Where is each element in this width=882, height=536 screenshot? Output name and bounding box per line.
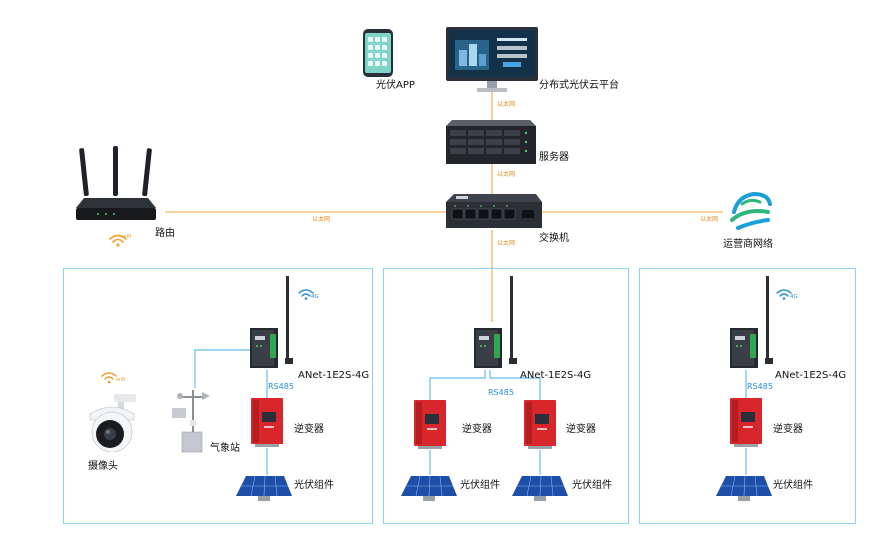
inverter-icon-right (730, 398, 762, 448)
solar-panel-icon-middle-2 (512, 474, 568, 502)
server-label: 服务器 (539, 152, 569, 163)
ethernet-label-3: 以太网 (312, 216, 331, 223)
solar-panel-icon-middle-1 (401, 474, 457, 502)
site-box-middle (383, 268, 629, 524)
gateway-icon-left (248, 272, 298, 370)
middle-inverter-label-1: 逆变器 (462, 424, 492, 435)
right-pv-label: 光伏组件 (773, 480, 813, 491)
monitor-icon (445, 26, 539, 94)
router-label: 路由 (155, 228, 175, 239)
ethernet-lines (165, 92, 723, 322)
site-box-left (63, 268, 373, 524)
middle-pv-label-2: 光伏组件 (572, 480, 612, 491)
ethernet-label-5: 以太网 (497, 240, 516, 247)
camera-icon (84, 388, 140, 453)
right-inverter-label: 逆变器 (773, 424, 803, 435)
right-rs485-label: RS485 (747, 382, 773, 391)
switch-label: 交换机 (539, 233, 569, 244)
middle-gateway-label: ANet-1E2S-4G (520, 370, 592, 381)
inverter-icon-middle-2 (524, 400, 556, 450)
wifi-icon (108, 232, 128, 247)
right-gateway-label: ANet-1E2S-4G (775, 370, 847, 381)
gateway-icon-right (728, 272, 778, 370)
middle-pv-label-1: 光伏组件 (460, 480, 500, 491)
site-box-right (639, 268, 856, 524)
server-icon (446, 118, 536, 166)
camera-wifi-label: wifi (116, 377, 126, 383)
router-icon (76, 146, 156, 224)
weather-station-icon (166, 386, 212, 456)
router-wifi-label: wifi (122, 234, 132, 240)
camera-label: 摄像头 (88, 461, 118, 472)
right-4g-label: 4G (790, 294, 798, 300)
inverter-icon-middle-1 (414, 400, 446, 450)
cellular-signal-icon-left (298, 285, 314, 300)
solar-panel-icon-right (716, 474, 772, 502)
switch-icon (446, 192, 542, 230)
left-inverter-label: 逆变器 (294, 424, 324, 435)
rs485-lines (194, 349, 747, 475)
platform-label: 分布式光伏云平台 (539, 80, 619, 91)
phone-icon (362, 28, 394, 78)
middle-inverter-label-2: 逆变器 (566, 424, 596, 435)
gateway-icon-middle (472, 272, 522, 370)
carrier-logo-icon (728, 190, 774, 232)
ethernet-label-1: 以太网 (497, 101, 516, 108)
left-pv-label: 光伏组件 (294, 480, 334, 491)
app-label: 光伏APP (376, 80, 415, 91)
left-4g-label: 4G (311, 294, 319, 300)
ethernet-label-2: 以太网 (497, 171, 516, 178)
camera-wifi-icon (100, 369, 118, 384)
cellular-signal-icon-right (776, 285, 792, 300)
weather-label: 气象站 (210, 443, 240, 454)
inverter-icon-left (251, 398, 283, 448)
operator-label: 运营商网络 (723, 239, 773, 250)
left-rs485-label: RS485 (268, 382, 294, 391)
solar-panel-icon-left (236, 474, 292, 502)
ethernet-label-4: 以太网 (700, 216, 719, 223)
left-gateway-label: ANet-1E2S-4G (298, 370, 370, 381)
middle-rs485-label: RS485 (488, 388, 514, 397)
